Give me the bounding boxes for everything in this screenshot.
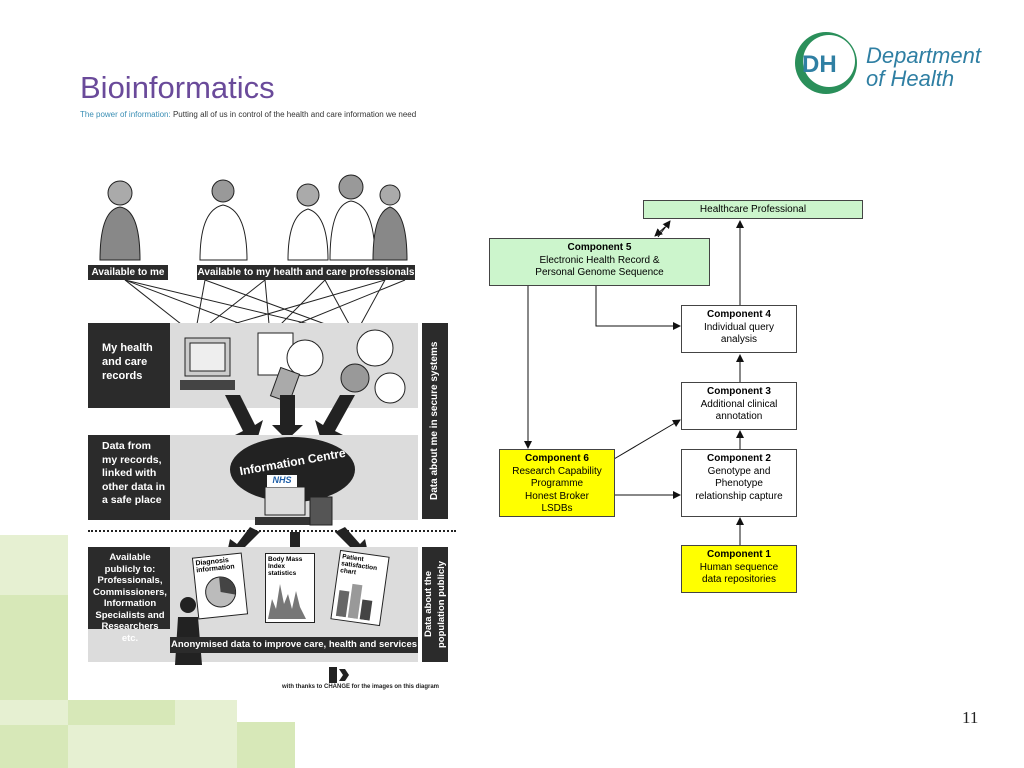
side-bar-public: Data about the population publicly avail… [422, 547, 460, 662]
linked-data-label: Data from my records, linked with other … [88, 435, 170, 520]
bar-chart-icon [335, 583, 373, 621]
records-label: My health and care records [88, 323, 170, 408]
svg-text:DH: DH [802, 51, 837, 78]
public-label: Available publicly to: Professionals, Co… [88, 547, 170, 644]
label-available-to-me: Available to me [88, 265, 168, 280]
pie-icon [205, 576, 237, 608]
nhs-logo: NHS [267, 475, 297, 489]
dotted-separator [88, 530, 456, 532]
healthcare-professional-box: Healthcare Professional [643, 200, 863, 219]
area-chart-icon [268, 584, 306, 619]
computer-icon [255, 487, 333, 526]
diagnosis-chart: Diagnosis information [191, 552, 249, 620]
arrows-down [225, 395, 355, 440]
bmi-chart: Body Mass Index statistics [265, 553, 315, 623]
decor-square [68, 700, 175, 725]
decor-square [0, 595, 68, 700]
decor-square [0, 725, 68, 768]
people-illustration [99, 174, 408, 261]
page-number: 11 [962, 708, 979, 727]
decor-square [175, 700, 237, 768]
side-bar-secure: Data about me in secure systems [422, 323, 448, 519]
credit-text: with thanks to CHANGE for the images on … [282, 684, 440, 690]
anonymised-label: Anonymised data to improve care, health … [170, 637, 418, 653]
dh-logo-icon: DH [795, 32, 857, 94]
dh-logo: DH [793, 28, 993, 98]
decor-square [0, 535, 68, 595]
dh-logo-text: Department of Health [866, 43, 981, 91]
devices-illustration [180, 329, 406, 404]
patient-chart: Patient satisfaction chart [330, 549, 390, 627]
change-logo-icon [329, 667, 349, 683]
decor-square [237, 722, 295, 768]
health-information-illustration: Available to me Available to my health a… [85, 165, 460, 695]
slide-title: Bioinformatics [80, 70, 275, 105]
slide-subtitle: The power of information: Putting all of… [80, 110, 417, 119]
label-available-to-professionals: Available to my health and care professi… [197, 265, 415, 280]
